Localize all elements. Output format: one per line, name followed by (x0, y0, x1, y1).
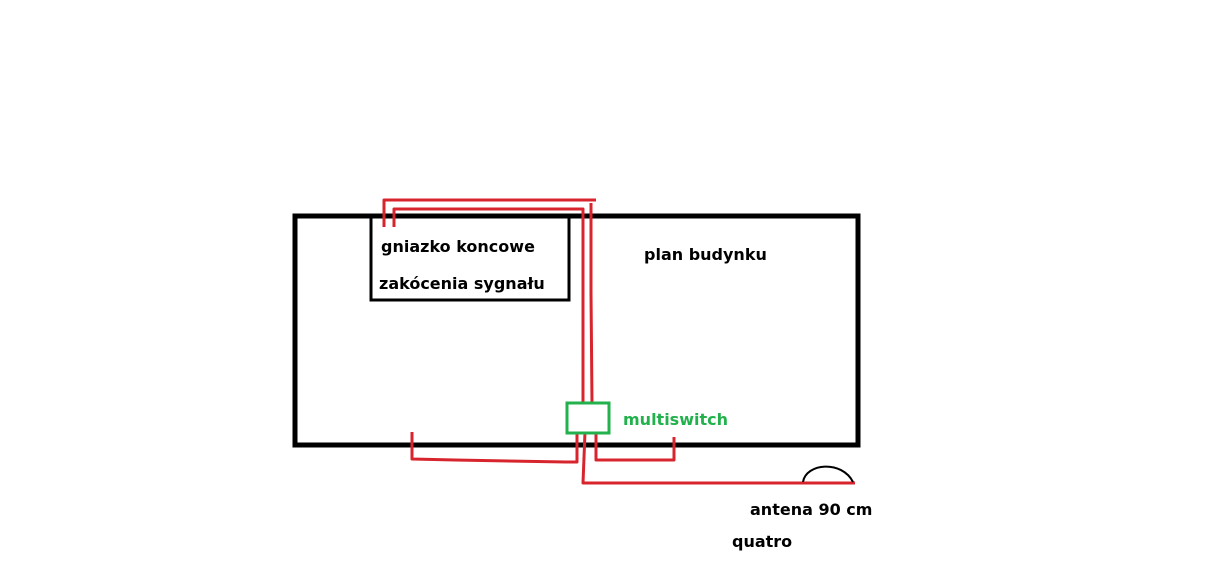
cable-bottom-right (594, 432, 676, 462)
lnb-label: quatro (732, 532, 793, 551)
socket-label-line1: gniazko koncowe (381, 237, 535, 256)
building-label: plan budynku (644, 245, 767, 264)
multiswitch-box (565, 401, 611, 435)
antenna-label: antena 90 cm (750, 500, 873, 519)
cables (382, 198, 855, 485)
building-outline (292, 213, 861, 448)
cable-to-socket-inner (392, 207, 585, 403)
multiswitch-label: multiswitch (623, 410, 728, 429)
satellite-dish-icon (802, 465, 854, 483)
socket-label-line2: zakócenia sygnału (379, 274, 545, 293)
cable-to-socket-outer (382, 198, 596, 227)
cable-bottom-left (410, 432, 579, 464)
cable-to-antenna (581, 431, 855, 485)
cable-riser (589, 203, 594, 404)
socket-box (369, 215, 571, 302)
